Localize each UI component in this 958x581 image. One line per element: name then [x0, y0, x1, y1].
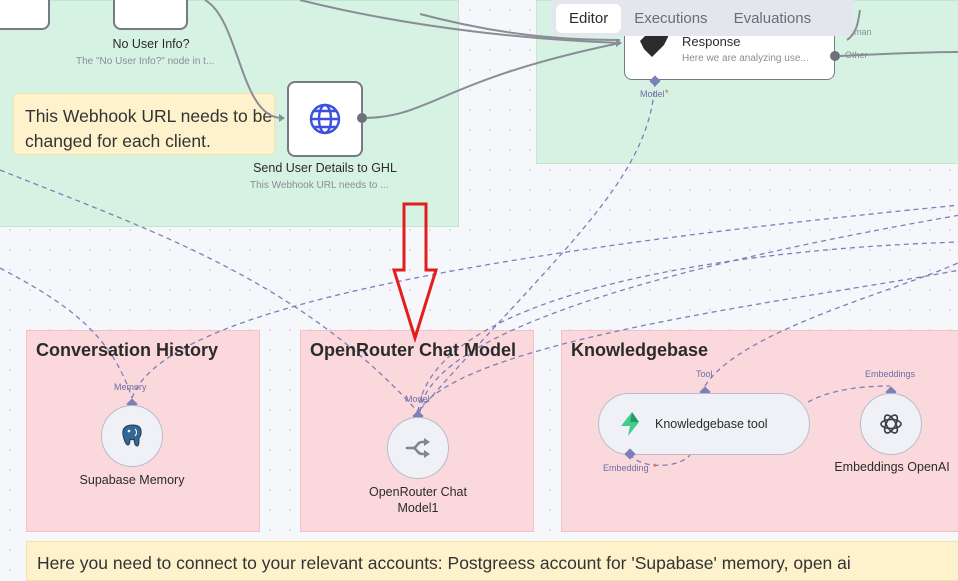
webhook-note-text: This Webhook URL needs to be changed for…: [25, 106, 273, 151]
webhook-note[interactable]: This Webhook URL needs to be changed for…: [13, 93, 275, 155]
openai-icon: [880, 414, 902, 434]
top-left-partial-node[interactable]: [0, 0, 50, 30]
supabase-bolt-icon: [621, 412, 639, 436]
tool-port-label: Tool: [696, 369, 713, 379]
openrouter-label-line1: OpenRouter Chat: [369, 485, 467, 499]
send-node-title: Send User Details to GHL: [253, 161, 397, 175]
memory-port-label: Memory: [114, 382, 147, 392]
send-node-sub: This Webhook URL needs to ...: [250, 180, 389, 191]
accounts-note-text: Here you need to connect to your relevan…: [37, 553, 851, 573]
knowledgebase-tool-node[interactable]: Knowledgebase tool: [598, 393, 810, 455]
response-human-label: uman: [849, 27, 872, 37]
knowledgebase-tool-label: Knowledgebase tool: [655, 417, 768, 431]
postgres-elephant-icon: [122, 424, 142, 447]
model-port-label: Model: [405, 394, 430, 404]
conversation-history-title: Conversation History: [36, 340, 219, 360]
openrouter-title: OpenRouter Chat Model: [310, 340, 516, 360]
send-user-details-node[interactable]: [287, 81, 363, 157]
embeddings-openai-label: Embeddings OpenAI: [834, 460, 950, 474]
supabase-memory-node[interactable]: [101, 405, 163, 467]
openrouter-label-line2: Model1: [397, 501, 439, 515]
openrouter-node[interactable]: [387, 417, 449, 479]
globe-icon: [309, 103, 341, 135]
embeddings-port-label: Embeddings: [865, 369, 916, 379]
required-asterisk: *: [665, 88, 669, 98]
tab-evaluations[interactable]: Evaluations: [733, 9, 812, 27]
no-user-info-title: No User Info?: [112, 37, 190, 51]
response-model-label: Model: [640, 89, 665, 99]
llm-chain-icon: [640, 33, 670, 57]
embeddings-openai-node[interactable]: [860, 393, 922, 455]
knowledgebase-title: Knowledgebase: [571, 340, 709, 360]
openrouter-icon: [405, 438, 430, 458]
response-title: Response: [682, 34, 741, 49]
response-output-handle[interactable]: [830, 51, 840, 61]
no-user-info-node[interactable]: [113, 0, 188, 30]
send-node-output-handle[interactable]: [357, 113, 367, 123]
response-sub: Here we are analyzing use...: [682, 53, 809, 64]
supabase-memory-label: Supabase Memory: [79, 473, 185, 487]
embedding-required-asterisk: *: [653, 462, 657, 472]
response-other-label: Other: [845, 50, 868, 60]
tab-editor[interactable]: Editor: [556, 3, 622, 33]
tab-executions[interactable]: Executions: [634, 9, 708, 27]
no-user-info-sub: The "No User Info?" node in t...: [76, 56, 215, 67]
view-tabs: Editor Executions Evaluations: [551, 0, 854, 36]
red-arrow: [391, 202, 439, 344]
embedding-port-label: Embedding: [603, 463, 649, 473]
